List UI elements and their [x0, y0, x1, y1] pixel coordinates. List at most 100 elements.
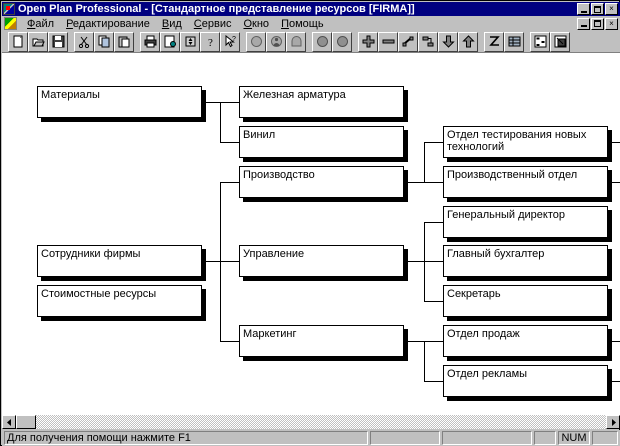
remove-minus-icon[interactable]	[378, 31, 398, 52]
diagram-node-sekretar[interactable]: Секретарь	[443, 285, 608, 317]
paste-icon[interactable]	[114, 31, 134, 52]
connector-segment	[220, 341, 239, 342]
diagram-node-marketing[interactable]: Маркетинг	[239, 325, 404, 357]
filled-circle-icon[interactable]	[312, 31, 332, 52]
link-icon[interactable]	[398, 31, 418, 52]
add-plus-icon[interactable]	[358, 31, 378, 52]
document-client-area[interactable]: Материалы Железная арматура Винил Отдел …	[2, 53, 620, 415]
help-arrow-icon[interactable]: ?	[220, 31, 240, 52]
sort-icon[interactable]	[180, 31, 200, 52]
menu-item-help[interactable]: Помощь	[281, 17, 324, 30]
connector-stub	[608, 142, 620, 143]
toolbar: ? ?	[2, 31, 620, 53]
move-down-icon[interactable]	[438, 31, 458, 52]
node-label: Производственный отдел	[447, 169, 578, 181]
diagram-node-generalnyy-direktor[interactable]: Генеральный директор	[443, 206, 608, 238]
connector-segment	[424, 301, 443, 302]
scroll-left-icon[interactable]	[2, 415, 16, 429]
connector-segment	[206, 261, 220, 262]
scroll-thumb[interactable]	[16, 415, 36, 429]
diagram-node-upravlenie[interactable]: Управление	[239, 245, 404, 277]
connector-segment	[206, 102, 220, 103]
connector-segment	[408, 341, 424, 342]
node-label: Отдел продаж	[447, 328, 520, 340]
close-button[interactable]: ×	[605, 3, 618, 15]
connector-segment	[220, 261, 239, 262]
arrange-icon[interactable]	[550, 31, 570, 52]
print-preview-icon[interactable]	[160, 31, 180, 52]
diagram-node-zheleznaya-armatura[interactable]: Железная арматура	[239, 86, 404, 118]
maximize-button[interactable]	[591, 3, 604, 15]
app-icon	[3, 3, 15, 15]
connector-stub	[608, 381, 620, 382]
menu-item-tools[interactable]: Сервис	[193, 17, 232, 30]
table-icon[interactable]	[504, 31, 524, 52]
connector-segment	[424, 182, 443, 183]
open-folder-icon[interactable]	[28, 31, 48, 52]
node-label: Железная арматура	[243, 89, 346, 101]
status-bar: Для получения помощи нажмите F1 NUM	[2, 430, 620, 446]
print-icon[interactable]	[140, 31, 160, 52]
document-icon[interactable]	[4, 17, 17, 30]
diagram-node-proizvodstvo[interactable]: Производство	[239, 166, 404, 198]
menu-item-window[interactable]: Окно	[243, 17, 270, 30]
node-label: Отдел тестирования новых технологий	[447, 129, 587, 153]
menu-item-file[interactable]: Файл	[27, 17, 55, 30]
connector-segment	[220, 102, 239, 103]
copy-icon[interactable]	[94, 31, 114, 52]
mdi-close-button[interactable]: ×	[605, 17, 618, 30]
minimize-button[interactable]	[577, 3, 590, 15]
diagram-node-otdel-testirovaniya[interactable]: Отдел тестирования новых технологий	[443, 126, 608, 158]
mdi-restore-button[interactable]	[591, 17, 604, 30]
diagram-node-otdel-prodazh[interactable]: Отдел продаж	[443, 325, 608, 357]
connector-segment	[220, 182, 239, 183]
resource-person-icon[interactable]	[266, 31, 286, 52]
resource-shape-icon[interactable]	[286, 31, 306, 52]
resource-breakdown-diagram: Материалы Железная арматура Винил Отдел …	[2, 53, 620, 415]
move-up-icon[interactable]	[458, 31, 478, 52]
connector-segment	[424, 341, 425, 381]
status-pane-2	[442, 431, 532, 445]
zigzag-icon[interactable]	[484, 31, 504, 52]
cut-scissors-icon[interactable]	[74, 31, 94, 52]
title-bar[interactable]: Open Plan Professional - [Стандартное пр…	[2, 2, 620, 16]
scroll-right-icon[interactable]	[606, 415, 620, 429]
diagram-node-vinil[interactable]: Винил	[239, 126, 404, 158]
connector-segment	[424, 381, 443, 382]
new-file-icon[interactable]	[8, 31, 28, 52]
filled-circle-2-icon[interactable]	[332, 31, 352, 52]
window-buttons: ×	[577, 3, 618, 15]
window-title: Open Plan Professional - [Стандартное пр…	[18, 3, 415, 15]
step-icon[interactable]	[418, 31, 438, 52]
connector-segment	[220, 142, 239, 143]
help-question-icon[interactable]: ?	[200, 31, 220, 52]
node-label: Главный бухгалтер	[447, 248, 545, 260]
node-label: Управление	[243, 248, 305, 260]
diagram-node-otdel-reklamy[interactable]: Отдел рекламы	[443, 365, 608, 397]
node-label: Материалы	[41, 89, 100, 101]
scroll-track[interactable]	[36, 415, 606, 429]
connector-segment	[408, 261, 424, 262]
connector-segment	[220, 102, 221, 142]
connector-segment	[424, 261, 443, 262]
node-label: Отдел рекламы	[447, 368, 528, 380]
node-label: Маркетинг	[243, 328, 297, 340]
save-disk-icon[interactable]	[48, 31, 68, 52]
menu-item-view[interactable]: Вид	[161, 17, 182, 30]
mdi-window-buttons: ×	[577, 17, 618, 30]
menu-item-edit[interactable]: Редактирование	[66, 17, 150, 30]
menu-bar: Файл Редактирование Вид Сервис Окно Помо…	[2, 16, 620, 31]
status-pane-1	[370, 431, 440, 445]
connector-segment	[424, 142, 443, 143]
diagram-node-glavnyy-buhgalter[interactable]: Главный бухгалтер	[443, 245, 608, 277]
resource-circle-icon[interactable]	[246, 31, 266, 52]
diagram-node-proizvodstvennyy-otdel[interactable]: Производственный отдел	[443, 166, 608, 198]
diagram-node-sotrudniki-firmy[interactable]: Сотрудники фирмы	[37, 245, 202, 277]
mdi-minimize-button[interactable]	[577, 17, 590, 30]
hierarchy-icon[interactable]	[530, 31, 550, 52]
connector-stub	[608, 341, 620, 342]
horizontal-scrollbar[interactable]	[2, 415, 620, 429]
diagram-node-stoimostnye-resursy[interactable]: Стоимостные ресурсы	[37, 285, 202, 317]
diagram-node-materialy[interactable]: Материалы	[37, 86, 202, 118]
